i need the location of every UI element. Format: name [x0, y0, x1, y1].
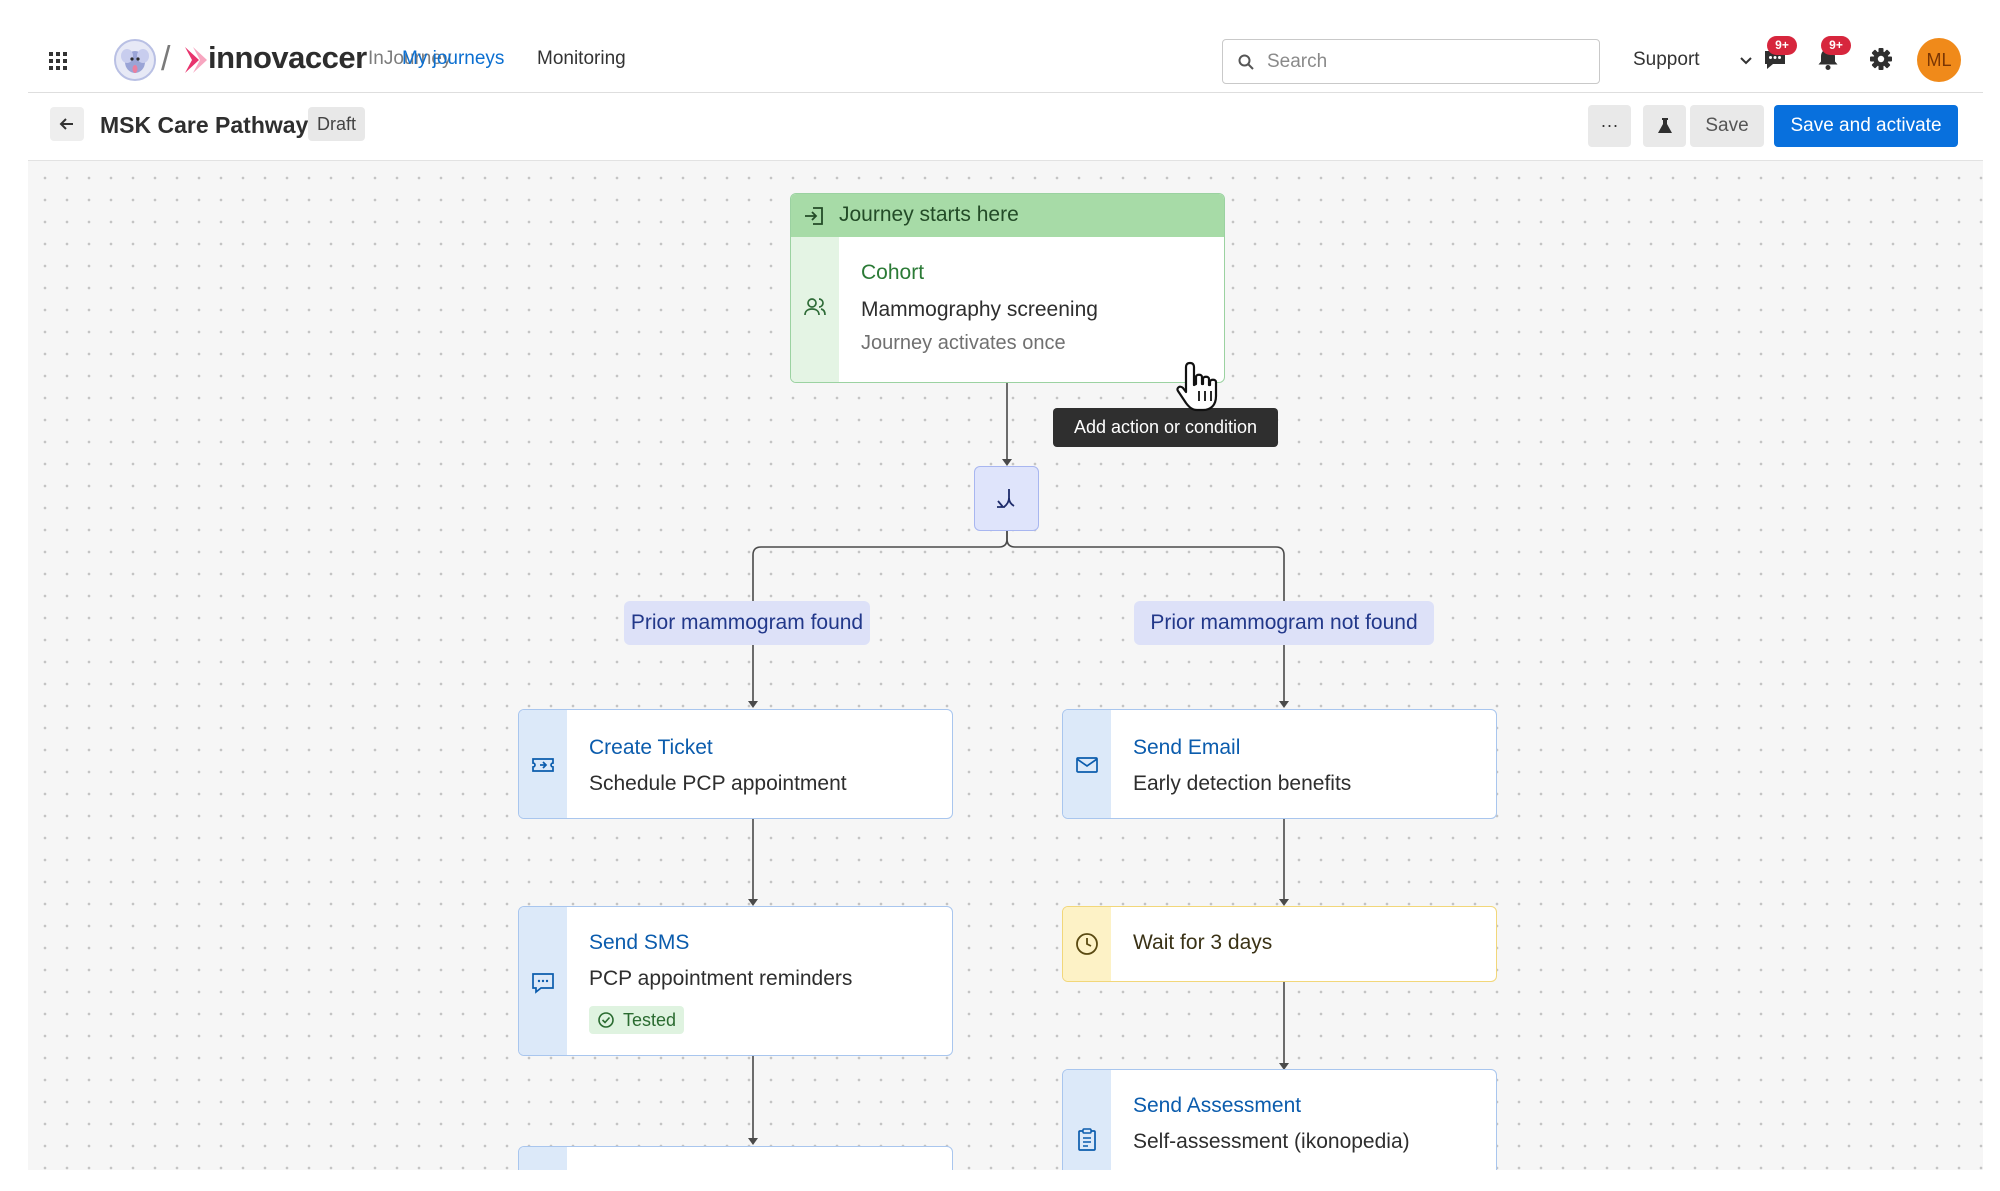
send-assessment-node[interactable]: Send Assessment Self-assessment (ikonope…	[1062, 1069, 1497, 1170]
mascot-logo-icon	[114, 39, 156, 81]
product-name: InJourney	[368, 48, 452, 69]
tested-label: Tested	[623, 1010, 677, 1030]
cohort-strip	[791, 237, 839, 382]
next-action-node[interactable]	[518, 1146, 953, 1170]
wait-label: Wait for 3 days	[1133, 931, 1273, 954]
page-title: MSK Care Pathway	[100, 112, 309, 138]
back-button[interactable]	[50, 107, 84, 141]
cohort-frequency: Journey activates once	[861, 332, 1066, 354]
send-sms-node[interactable]: Send SMS PCP appointment reminders Teste…	[518, 906, 953, 1056]
support-menu[interactable]: Support	[1633, 49, 1700, 70]
save-and-activate-button[interactable]: Save and activate	[1774, 105, 1958, 147]
more-options-button[interactable]: ···	[1588, 105, 1631, 147]
app-frame: / innovaccer InJourney My journeys Monit…	[28, 0, 1983, 1170]
node-icon-strip	[1063, 907, 1111, 981]
top-nav: / innovaccer InJourney My journeys Monit…	[28, 0, 1983, 93]
hand-pointer-cursor-icon	[1176, 361, 1218, 412]
assessment-icon	[1078, 1128, 1096, 1151]
node-title: Send Assessment	[1133, 1094, 1302, 1117]
cohort-name: Mammography screening	[861, 298, 1098, 321]
create-ticket-node[interactable]: Create Ticket Schedule PCP appointment	[518, 709, 953, 819]
send-email-node[interactable]: Send Email Early detection benefits	[1062, 709, 1497, 819]
test-journey-button[interactable]	[1643, 105, 1686, 147]
node-subtitle: Self-assessment (ikonopedia)	[1133, 1130, 1410, 1153]
node-subtitle: PCP appointment reminders	[589, 967, 853, 990]
node-icon-strip	[1063, 1070, 1111, 1170]
branch-label-not-found[interactable]: Prior mammogram not found	[1134, 601, 1434, 645]
chevron-down-icon[interactable]	[1738, 55, 1754, 67]
mail-icon	[1076, 757, 1098, 773]
search-box[interactable]	[1222, 39, 1600, 84]
nav-my-journeys[interactable]: My journeys	[402, 48, 505, 69]
enter-icon	[805, 207, 823, 225]
check-circle-icon	[598, 1012, 614, 1028]
node-subtitle: Early detection benefits	[1133, 772, 1352, 795]
connector-lines	[748, 383, 1289, 1145]
innovaccer-logo-icon	[185, 47, 207, 73]
search-icon	[1238, 54, 1254, 70]
journey-toolbar: MSK Care Pathway Draft ··· Save Save and…	[28, 93, 1983, 161]
notifications-badge: 9+	[1821, 36, 1851, 55]
sms-icon	[532, 973, 554, 994]
node-icon-strip	[519, 710, 567, 818]
save-button[interactable]: Save	[1690, 105, 1764, 147]
journey-start-header: Journey starts here	[791, 194, 1224, 237]
add-action-tooltip: Add action or condition	[1053, 408, 1278, 447]
node-title: Send Email	[1133, 736, 1241, 759]
back-arrow-icon	[59, 118, 73, 130]
gear-icon[interactable]	[1868, 46, 1894, 72]
user-avatar[interactable]: ML	[1917, 38, 1961, 82]
ticket-icon	[532, 758, 554, 772]
node-icon-strip	[519, 1147, 567, 1170]
messages-badge: 9+	[1767, 36, 1797, 55]
status-badge: Draft	[308, 107, 366, 141]
chat-icon[interactable]	[1762, 46, 1788, 72]
node-title: Create Ticket	[589, 736, 713, 759]
node-subtitle: Schedule PCP appointment	[589, 772, 847, 795]
node-title: Send SMS	[589, 931, 690, 954]
cohort-title: Cohort	[861, 261, 925, 284]
users-icon	[804, 298, 826, 316]
logo-separator: /	[161, 40, 171, 78]
journey-start-label: Journey starts here	[839, 203, 1019, 226]
clock-icon	[1076, 933, 1098, 955]
split-condition-node[interactable]	[974, 466, 1039, 531]
brand-name: innovaccer	[208, 40, 367, 75]
journey-canvas[interactable]: Journey starts here Cohort Mammography s…	[28, 161, 1983, 1170]
wait-delay-node[interactable]: Wait for 3 days	[1062, 906, 1497, 982]
search-input[interactable]	[1265, 44, 1585, 80]
journey-start-node[interactable]: Journey starts here Cohort Mammography s…	[790, 193, 1225, 383]
nav-monitoring[interactable]: Monitoring	[537, 48, 626, 69]
split-arrow-icon	[997, 489, 1015, 508]
tested-badge: Tested	[589, 1006, 685, 1034]
branch-label-found[interactable]: Prior mammogram found	[624, 601, 870, 645]
node-icon-strip	[519, 907, 567, 1055]
node-icon-strip	[1063, 710, 1111, 818]
apps-grid-icon[interactable]	[48, 51, 68, 71]
test-flask-icon	[1658, 118, 1672, 133]
